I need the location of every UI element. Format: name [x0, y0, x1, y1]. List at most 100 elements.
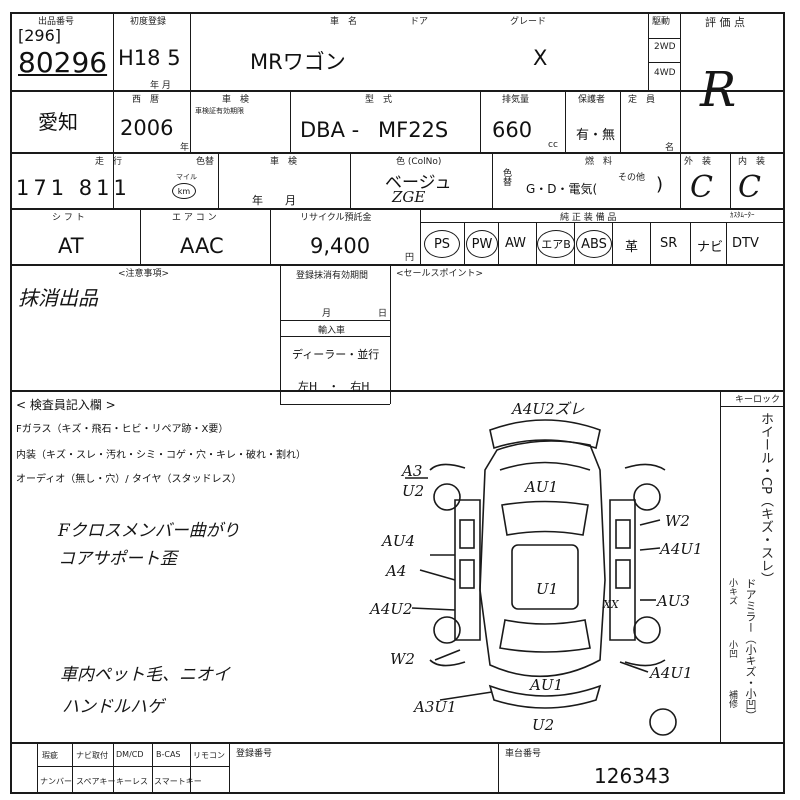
code-a3: A3 — [402, 462, 423, 480]
year-unit: 年 — [180, 143, 190, 153]
aircon-label: エ ア コ ン — [172, 213, 217, 223]
car-name-label: 車 名 — [330, 17, 358, 27]
registration-sub: 年 月 — [150, 81, 171, 91]
mileage-label: 走 行 — [95, 157, 123, 167]
exterior-value: C — [690, 170, 713, 205]
drive-2wd: 2WD — [654, 42, 676, 52]
mileage-unit-alt: マイル — [176, 173, 197, 181]
option-navi: ナビ取付 — [76, 751, 108, 760]
score-label: 評 価 点 — [705, 16, 745, 29]
displacement-value: 660 — [492, 118, 533, 142]
displacement-label: 排気量 — [502, 95, 530, 105]
code-u2-bottom: U2 — [532, 716, 555, 734]
model-prefix: DBA - — [300, 118, 360, 142]
equipment-aw: AW — [505, 236, 527, 251]
color-label: 色 (ColNo) — [396, 157, 442, 167]
equipment-ps: PS — [424, 230, 460, 258]
equipment-label: 純 正 装 備 品 — [560, 213, 617, 223]
score-value: R — [700, 62, 737, 118]
vehicle-label: 車 検 — [270, 157, 298, 167]
recycle-fee-value: 9,400 — [310, 234, 371, 258]
code-w2-right: W2 — [665, 512, 690, 530]
handle-option: 左H ・ 右H — [298, 380, 370, 393]
code-au1-top: AU1 — [525, 478, 559, 496]
option-keyless: キーレス — [116, 777, 148, 786]
displacement-unit: cc — [548, 140, 558, 150]
caution-label: <注意事項> — [118, 269, 170, 279]
registration-label: 初度登録 — [130, 17, 167, 27]
option-smart-key: スマートキー — [154, 777, 202, 786]
equipment-airbag: エアB — [537, 230, 575, 258]
option-defect: 瑕疵 — [42, 751, 58, 760]
side-small-2: 小凹 — [727, 640, 737, 658]
grade-label: グレード — [510, 17, 547, 27]
color-change-label: 色替 — [196, 157, 215, 167]
expiry-label: 登録抹消有効期間 — [296, 271, 369, 281]
year-value: 2006 — [120, 116, 174, 140]
side-legend-wheel: ホイール・CP（キズ・スレ） — [758, 412, 773, 585]
aircon-value: AAC — [180, 234, 224, 258]
recycle-value: 有・無 — [576, 128, 616, 143]
door-label: ドア — [410, 17, 429, 27]
shift-label: シ フ ト — [52, 213, 85, 223]
fuel-label: 燃 料 — [585, 157, 613, 167]
lot-number: 80296 — [18, 46, 108, 79]
option-spare-key: スペアキー — [76, 777, 116, 786]
code-a4u1-right: A4U1 — [660, 540, 703, 558]
option-bcas: B-CAS — [156, 750, 181, 759]
code-au3: AU3 — [657, 592, 691, 610]
expiry-day: 日 — [378, 309, 388, 319]
vehicle-date: 年 月 — [252, 194, 296, 207]
equipment-dtv: DTV — [732, 236, 759, 251]
side-legend-mirror: ドアミラー（小キズ・小凹） — [744, 578, 757, 721]
drive-label: 駆動 — [652, 17, 671, 27]
glass-line: Fガラス（キズ・飛石・ヒビ・リペア跡・X要） — [16, 424, 229, 435]
dealer-option: ディーラー・並行 — [292, 348, 380, 361]
code-a4u1-bottom: A4U1 — [650, 664, 693, 682]
code-u1: U1 — [536, 580, 559, 598]
grade-value: X — [533, 46, 548, 70]
equipment-pw: PW — [466, 230, 498, 258]
handwritten-note-1a: Fクロスメンバー曲がり — [58, 521, 240, 541]
sales-point-label: <セールスポイント> — [396, 269, 484, 279]
import-label: 輸入車 — [318, 326, 346, 336]
equipment-sr: SR — [660, 236, 678, 251]
interior-label: 内 装 — [738, 157, 766, 167]
shift-value: AT — [58, 234, 84, 258]
color-code: ZGE — [392, 188, 426, 206]
code-a4u2: A4U2 — [370, 600, 413, 618]
fuel-close: ) — [656, 174, 664, 195]
equipment-leather: 革 — [625, 240, 639, 255]
expiry-month: 月 — [322, 309, 332, 319]
capacity-unit: 名 — [665, 143, 675, 153]
handwritten-note-2b: ハンドルハゲ — [62, 697, 164, 717]
equipment-abs: ABS — [576, 230, 612, 258]
interior-line: 内装（キズ・スレ・汚れ・シミ・コゲ・穴・キレ・破れ・割れ） — [16, 450, 306, 461]
code-xx: XX — [603, 598, 619, 611]
recycle-fee-label: リサイクル預託金 — [300, 213, 372, 223]
inspector-title: < 検査員記入欄 > — [16, 398, 116, 412]
lot-label: 出品番号 — [38, 17, 75, 27]
registration-number-label: 登録番号 — [236, 749, 273, 759]
mileage-value: 171 811 — [16, 176, 131, 200]
mileage-unit: km — [172, 183, 196, 199]
recycle-label: 保護者 — [578, 95, 606, 105]
year-label: 西 暦 — [132, 95, 160, 105]
drive-4wd: 4WD — [654, 68, 676, 78]
handwritten-note-1b: コアサポート歪 — [58, 549, 177, 569]
lot-bracket: [296] — [18, 26, 62, 45]
caution-text: 抹消出品 — [18, 286, 98, 310]
code-a3u1: A3U1 — [414, 698, 457, 716]
code-a4: A4 — [386, 562, 407, 580]
code-top: A4U2ズレ — [512, 400, 585, 418]
code-w2-left: W2 — [390, 650, 415, 668]
chassis-number: 126343 — [594, 764, 671, 788]
color-value: ベージュ — [385, 173, 452, 193]
option-plate: ナンバー — [40, 777, 72, 786]
car-name: MRワゴン — [250, 50, 346, 74]
keylock-label: キーロック — [735, 395, 781, 405]
registration-value: H18 5 — [118, 46, 181, 70]
model-label: 型 式 — [365, 95, 393, 105]
fuel-options: G・D・電気( — [526, 182, 598, 196]
